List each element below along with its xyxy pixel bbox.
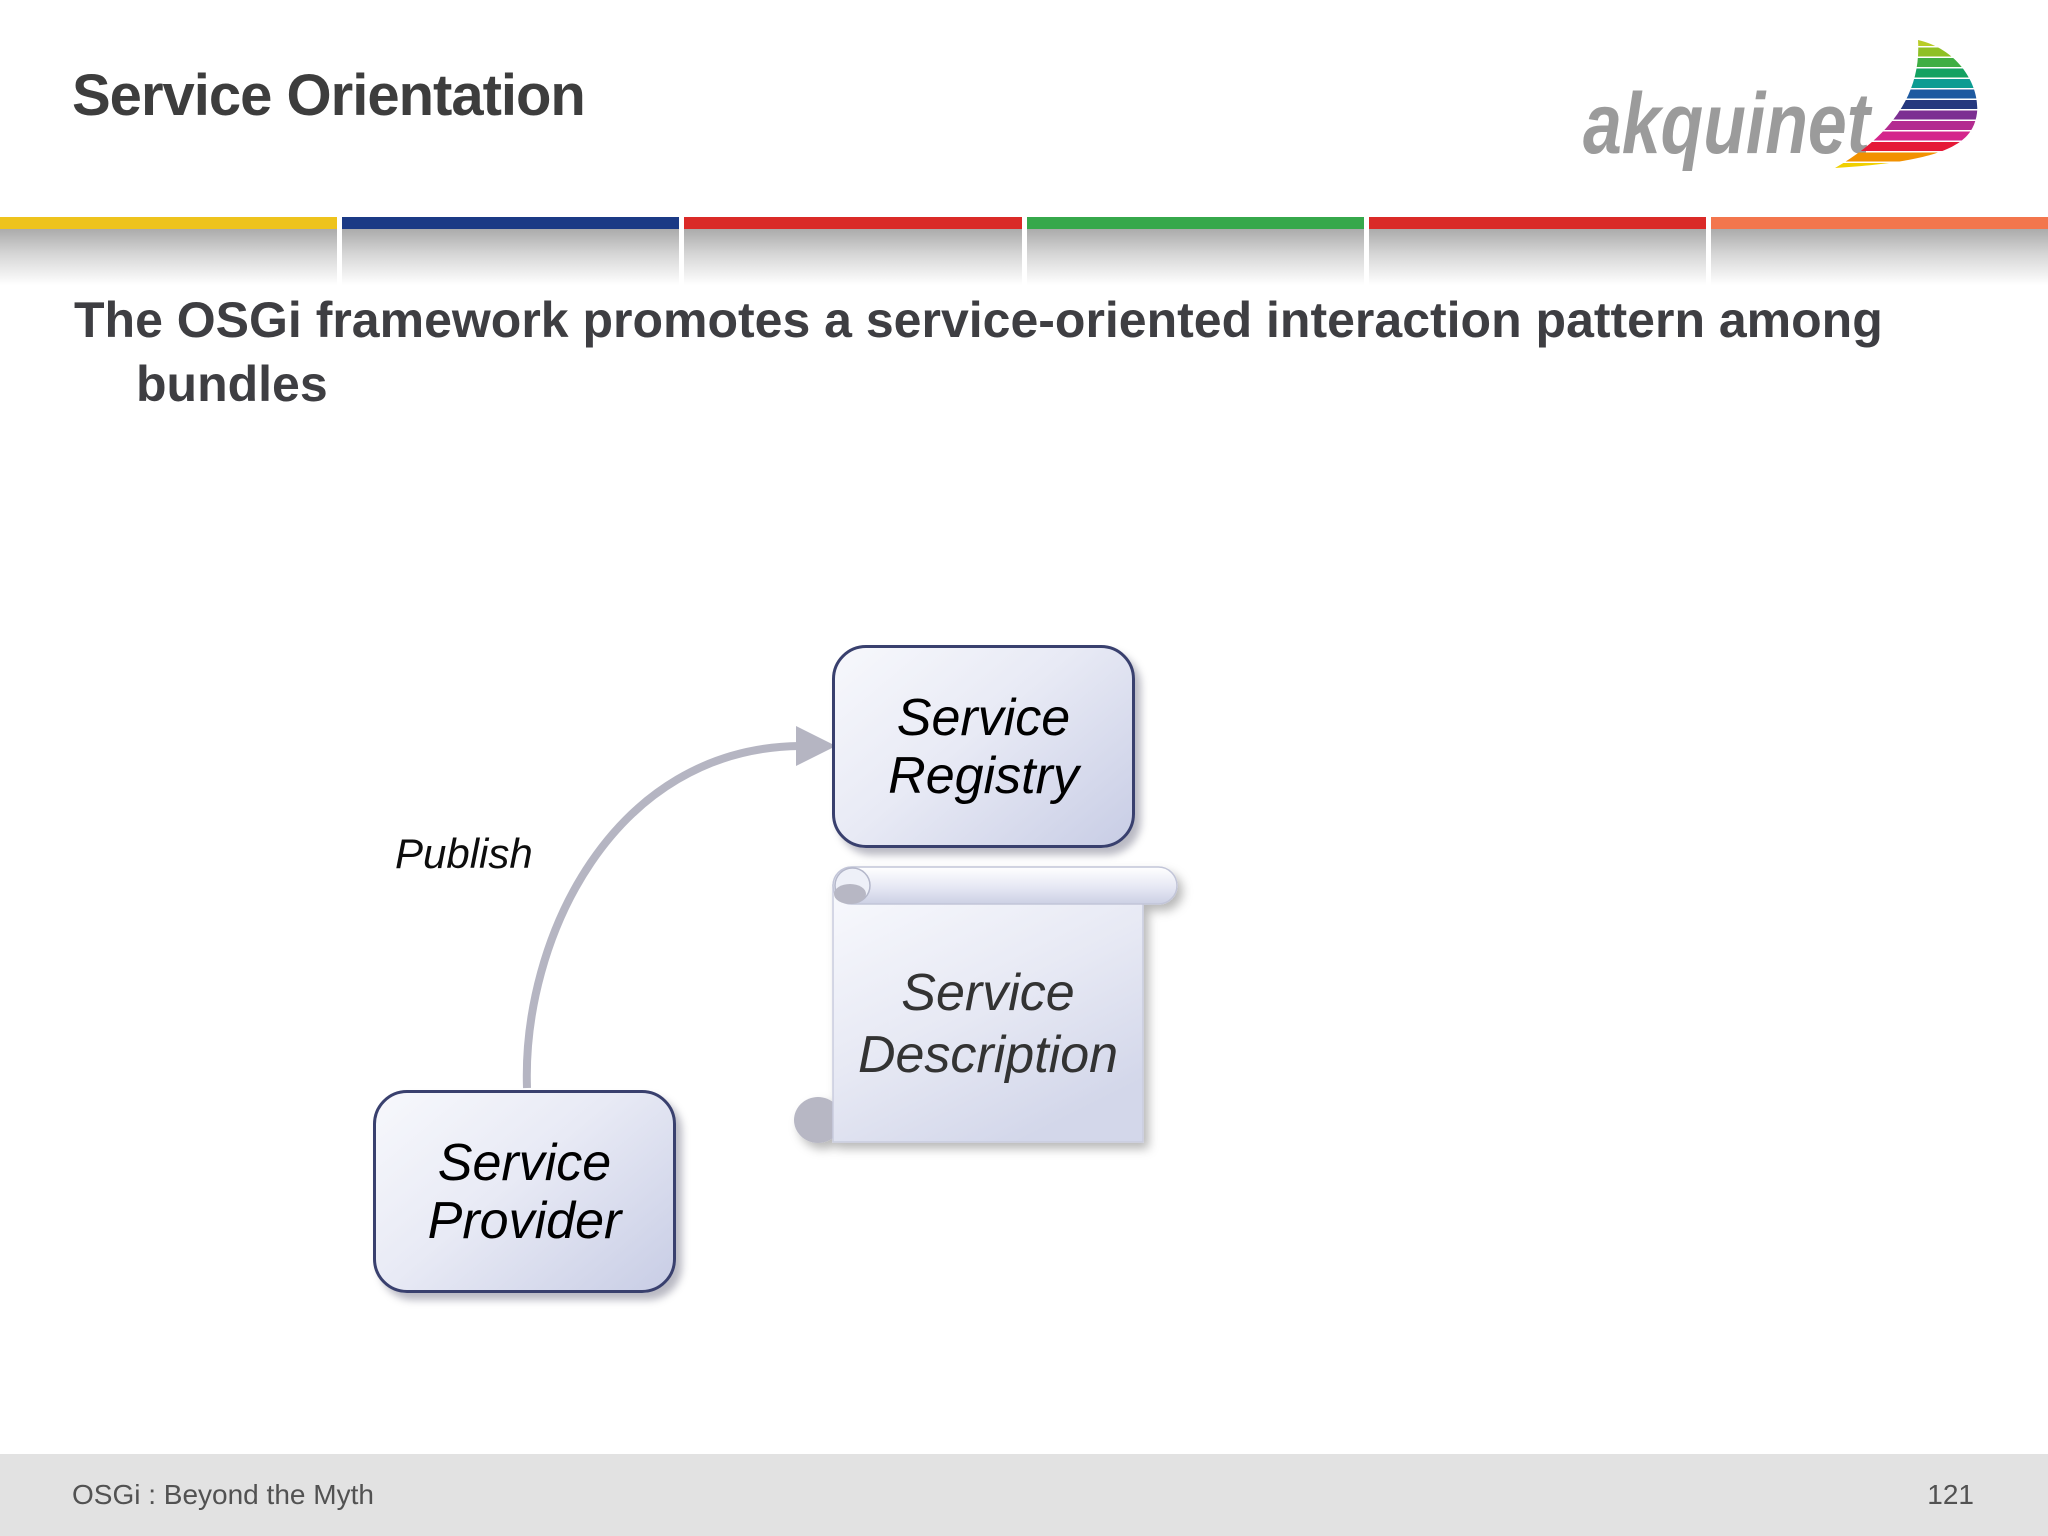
service-registry-node: Service Registry [832,645,1135,848]
page-title: Service Orientation [72,63,586,128]
publish-arrow [522,726,836,1089]
page-number: 121 [1927,1479,1974,1510]
akquinet-logo: akquinet [1583,40,1978,172]
provider-label-line-2: Provider [427,1191,622,1250]
service-description-scroll [794,866,1178,1143]
footer: OSGi : Beyond the Myth 121 [0,1454,2048,1536]
slide-heading: The OSGi framework promotes a service-or… [74,288,2034,416]
accent-segment [1026,217,1364,285]
service-provider-node: Service Provider [373,1090,676,1293]
registry-label-line-2: Registry [888,746,1079,805]
logo-text: akquinet [1583,76,1873,172]
accent-segment [1368,217,1706,285]
registry-label-line-1: Service [896,688,1071,747]
accent-segment [342,217,680,285]
footer-title: OSGi : Beyond the Myth [72,1479,374,1510]
accent-bar [0,217,2048,285]
accent-segment [0,217,338,285]
description-label-line-2: Description [857,1026,1119,1084]
accent-segment [1710,217,2048,285]
heading-line-1: The OSGi framework promotes a service-or… [74,292,1883,348]
heading-line-2: bundles [136,356,328,412]
publish-label: Publish [395,830,533,877]
provider-label-line-1: Service [437,1133,612,1192]
description-label-line-1: Service [901,964,1075,1022]
service-description-label: Service Description [813,962,1163,1086]
accent-segment [684,217,1022,285]
